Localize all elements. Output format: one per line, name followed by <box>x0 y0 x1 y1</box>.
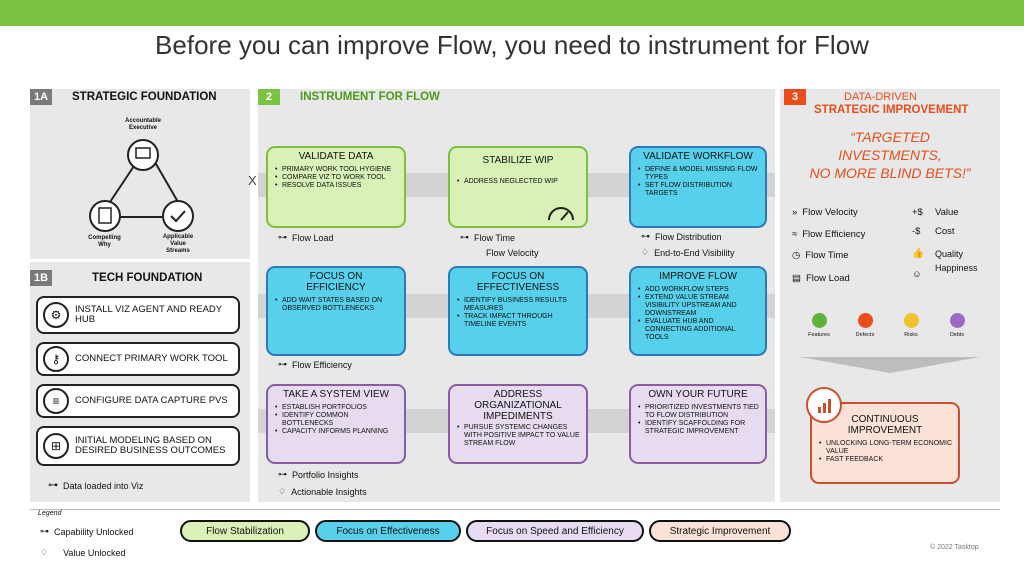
legend-value: ♢Value Unlocked <box>40 547 126 558</box>
connector-icon: ⚷ <box>43 346 69 372</box>
smiley-icon: ☺ <box>912 269 922 280</box>
validate-workflow-box: VALIDATE WORKFLOW DEFINE & MODEL MISSING… <box>629 146 767 228</box>
key-icon: ⊶ <box>641 231 650 241</box>
features-icon <box>811 313 827 328</box>
legend-capability: ⊶Capability Unlocked <box>40 526 134 537</box>
flow-distribution-capability: ⊶Flow Distribution <box>641 231 722 242</box>
section-title-line2: STRATEGIC IMPROVEMENT <box>814 104 969 116</box>
flow-type-features: Features <box>804 313 834 338</box>
initial-modeling-step: ⊞ INITIAL MODELING BASED ON DESIRED BUSI… <box>36 426 240 466</box>
section-title: STRATEGIC FOUNDATION <box>72 91 217 103</box>
quote-line-3: NO MORE BLIND BETS!” <box>809 165 971 181</box>
load-icon: ▤ <box>792 273 801 284</box>
strategic-improvement-panel: 3 DATA-DRIVEN STRATEGIC IMPROVEMENT “TAR… <box>780 89 1000 502</box>
outcome-cost: -$Cost <box>912 226 955 237</box>
applicable-value-streams-label: Applicable Value Streams <box>162 234 194 254</box>
own-future-box: OWN YOUR FUTURE PRIORITIZED INVESTMENTS … <box>629 384 767 464</box>
install-viz-agent-step: ⚙ INSTALL VIZ AGENT AND READY HUB <box>36 296 240 334</box>
quote-line-2: INVESTMENTS, <box>838 147 942 163</box>
database-icon: ≡ <box>43 388 69 414</box>
section-number: 3 <box>784 89 806 105</box>
section-number: 1A <box>30 89 52 105</box>
key-icon: ⊶ <box>460 232 469 242</box>
legend-pill-strategic: Strategic Improvement <box>649 520 791 542</box>
diamond-icon: ♢ <box>40 547 49 557</box>
copyright: © 2022 Tasktop <box>930 544 979 551</box>
gauge-icon <box>548 207 574 221</box>
flow-efficiency-capability: ⊶Flow Efficiency <box>278 359 352 370</box>
key-icon: ⊶ <box>278 469 287 479</box>
defects-icon <box>857 313 873 328</box>
instrument-for-flow-panel: 2 INSTRUMENT FOR FLOW X VALIDATE DATA PR… <box>248 89 775 502</box>
diamond-icon: ♢ <box>641 247 650 257</box>
metric-flow-load: ▤Flow Load <box>792 273 850 284</box>
flow-type-risks: Risks <box>896 313 926 338</box>
key-icon: ⊶ <box>278 359 287 369</box>
e2e-visibility-value: ♢End-to-End Visibility <box>641 247 735 258</box>
validate-data-list: PRIMARY WORK TOOL HYGIENE COMPARE VIZ TO… <box>274 166 398 190</box>
flow-type-debts: Debts <box>942 313 972 338</box>
debts-icon <box>949 313 965 328</box>
diamond-icon: ♢ <box>278 486 287 496</box>
legend-pill-effectiveness: Focus on Effectiveness <box>315 520 461 542</box>
growth-chart-icon <box>806 387 842 423</box>
section-title-line1: DATA-DRIVEN <box>844 91 917 103</box>
page-title: Before you can improve Flow, you need to… <box>155 30 869 60</box>
thumbs-up-icon: 👍 <box>912 248 924 259</box>
flow-type-defects: Defects <box>850 313 880 338</box>
accountable-executive-label: Accountable Executive <box>124 118 161 131</box>
outcome-value: +$Value <box>912 207 959 218</box>
clock-icon: ◷ <box>792 250 801 261</box>
strategic-triangle-diagram <box>89 139 194 232</box>
top-brand-bar <box>0 0 1024 26</box>
model-icon: ⊞ <box>43 433 69 459</box>
quote-line-1: “TARGETED <box>850 129 930 145</box>
connect-work-tool-step: ⚷ CONNECT PRIMARY WORK TOOL <box>36 342 240 376</box>
actionable-insights-value: ♢Actionable Insights <box>278 486 367 497</box>
system-view-box: TAKE A SYSTEM VIEW ESTABLISH PORTFOLIOS … <box>266 384 406 464</box>
outcome-happiness: ☺Happiness <box>912 263 978 280</box>
key-icon: ⊶ <box>278 232 287 242</box>
validate-data-box: VALIDATE DATA PRIMARY WORK TOOL HYGIENE … <box>266 146 406 228</box>
key-icon: ⊶ <box>48 480 58 491</box>
address-org-box: ADDRESS ORGANIZATIONAL IMPEDIMENTS PURSU… <box>448 384 588 464</box>
legend-pill-flow-stabilization: Flow Stabilization <box>180 520 310 542</box>
risks-icon <box>903 313 919 328</box>
flow-velocity-capability: Flow Velocity <box>486 248 539 258</box>
key-icon: ⊶ <box>40 526 49 536</box>
stabilize-wip-box: STABILIZE WIP ADDRESS NEGLECTED WIP <box>448 146 588 228</box>
flow-time-capability: ⊶Flow Time <box>460 232 516 243</box>
metric-flow-efficiency: ≈Flow Efficiency <box>792 229 866 240</box>
section-title: TECH FOUNDATION <box>92 272 203 284</box>
focus-effectiveness-box: FOCUS ON EFFECTIVENESS IDENTIFY BUSINESS… <box>448 266 588 356</box>
velocity-icon: » <box>792 207 798 218</box>
efficiency-icon: ≈ <box>792 229 798 240</box>
section-number: 2 <box>258 89 280 105</box>
down-arrow <box>800 357 980 373</box>
configure-data-capture-step: ≡ CONFIGURE DATA CAPTURE PVS <box>36 384 240 418</box>
metric-flow-velocity: »Flow Velocity <box>792 207 858 218</box>
legend-pill-speed-efficiency: Focus on Speed and Efficiency <box>466 520 644 542</box>
outcome-quality: 👍Quality <box>912 248 964 259</box>
strategic-foundation-panel: 1A STRATEGIC FOUNDATION Accountable Exec… <box>30 89 250 259</box>
flow-load-capability: ⊶Flow Load <box>278 232 334 243</box>
legend-title: Legend <box>38 510 62 517</box>
gear-icon: ⚙ <box>43 302 69 328</box>
compelling-why-label: Compelling Why <box>88 235 121 248</box>
improve-flow-box: IMPROVE FLOW ADD WORKFLOW STEPS EXTEND V… <box>629 266 767 356</box>
metric-flow-time: ◷Flow Time <box>792 250 849 261</box>
continuous-improvement-box: CONTINUOUS IMPROVEMENT UNLOCKING LONG-TE… <box>810 402 960 484</box>
legend-divider <box>30 509 1000 510</box>
focus-efficiency-box: FOCUS ON EFFICIENCY ADD WAIT STATES BASE… <box>266 266 406 356</box>
data-loaded-label: ⊶ Data loaded into Viz <box>48 480 144 491</box>
tech-foundation-panel: 1B TECH FOUNDATION ⚙ INSTALL VIZ AGENT A… <box>30 262 250 502</box>
x-mark: X <box>248 173 257 188</box>
section-title: INSTRUMENT FOR FLOW <box>300 91 440 103</box>
portfolio-insights-capability: ⊶Portfolio Insights <box>278 469 359 480</box>
section-number: 1B <box>30 270 52 286</box>
